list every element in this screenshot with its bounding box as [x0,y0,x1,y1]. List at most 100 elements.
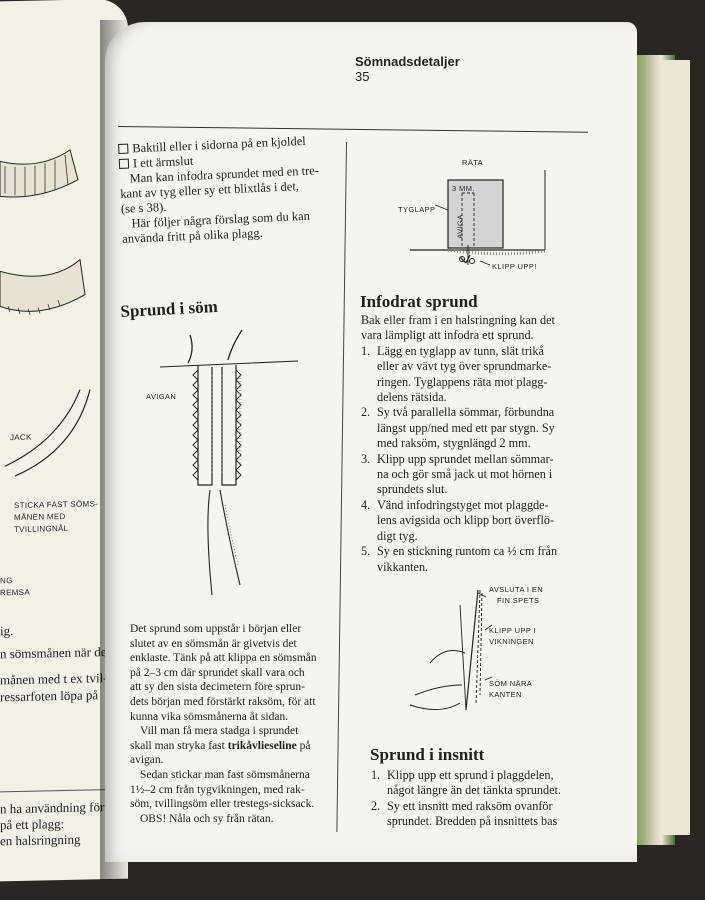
step-3-line: 3. Klipp upp sprundet mellan sömmar- [361,452,557,467]
lined-intro-1: vara lämpligt att infodra ett sprund. [361,328,534,343]
body-para3-line-2: söm, tvillingsöm eller trestegs-sicksack… [130,798,315,811]
step-number: 2. [371,798,381,813]
col2-cut-text: 1. Klipp upp ett sprund i plaggdelen,någo… [371,768,561,830]
step-5-line: vikkanten. [361,560,557,575]
label-som-nara: SÖM NÄRA [489,679,533,688]
step-1-line: eller av vävt tyg över sprundmarke- [361,359,557,374]
step-number [371,814,387,829]
highlight-term: trikåvlieseline [227,739,297,752]
body-para2-line-2: avigan. [130,754,164,767]
left-label-remsa: REMSA [0,587,30,598]
step-text: något längre än det tänkta sprundet. [387,783,561,798]
left-line-1: n sömsmånen när den [0,643,114,662]
step-number [361,390,377,405]
body-para2-line-1: skall man stryka fast trikåvlieseline på [130,739,311,752]
lining-patch-illustration [410,170,546,266]
step-3-line: na och gör små jack ut mot hörnen i [361,467,557,482]
page-number: 35 [355,69,370,84]
body-line-5: dets början med förstärkt raksöm, för at… [130,695,316,708]
body-line-0: Det sprund som uppstår i början eller [130,623,302,635]
body-line-4: att sy den sista decimetern före sprun- [130,681,305,694]
body-line-2: enklaste. Tänk på att klippa en sömsmån [130,652,317,665]
step-number: 4. [361,497,371,512]
step-number [361,375,377,390]
step-text: delens rätsida. [377,390,447,405]
lined-intro-0: Bak eller fram i en halsringning kan det [361,313,555,327]
label-fin-spets: FIN SPETS [497,596,540,605]
cut-steps-list: 1. Klipp upp ett sprund i plaggdelen,någo… [371,768,561,830]
step-number: 1. [371,768,381,782]
step-1-line: 1. Lägg en tyglapp av tunn, slät trikå [361,344,557,359]
left-line-2: månen med t ex tvil- [0,670,108,688]
col1-intro: Baktill eller i sidorna på en kjoldel I … [118,133,322,247]
step-4-line: digt tyg. [361,529,557,544]
step-2-line: 2. Sy två parallella sömmar, förbundna [361,405,557,420]
step-number [361,529,377,544]
heading-sprund-i-insnitt: Sprund i insnitt [370,745,485,764]
label-tyglapp: TYGLAPP [398,205,436,214]
step-number [361,436,377,451]
step-2-line: sprundet. Bredden på insnittets bas [371,814,561,829]
step-number [361,359,377,374]
col1-body: Det sprund som uppstår i början eller sl… [130,622,317,826]
label-vikningen: VIKNINGEN [489,637,534,646]
label-avsluta: AVSLUTA I EN [489,585,544,594]
step-number [361,560,377,575]
step-text: sprundet. Bredden på insnittets bas [387,814,558,829]
step-number: 1. [361,343,371,358]
left-label-sticka: STICKA FAST SÖMS- [14,499,99,511]
body-para3-line-3: OBS! Nåla och sy från rätan. [140,812,274,825]
step-text: Sy två parallella sömmar, förbundna [377,405,555,420]
page-block-edge [660,60,690,835]
label-3mm: 3 MM. [452,184,475,193]
step-number [371,783,387,798]
body-para3-line-0: Sedan stickar man fast sömsmånerna [140,768,310,781]
step-1-line: 1. Klipp upp ett sprund i plaggdelen, [371,768,561,783]
label-klipp-upp-i: KLIPP UPP I [489,626,537,635]
step-number [361,421,377,436]
step-1-line: delens rätsida. [361,390,557,405]
step-text: med raksöm, stygnlängd 2 mm. [377,436,531,451]
step-3-line: sprundets slut. [361,482,557,497]
step-number [361,482,377,497]
col2-lined-text: Bak eller fram i en halsringning kan det… [361,313,557,575]
step-text: ringen. Tyglappens räta mot plagg- [377,374,548,389]
heading-infodrat-sprund: Infodrat sprund [360,292,478,311]
label-kanten: KANTEN [489,690,522,699]
left-line-5: på ett plagg: [0,815,65,833]
left-line-0: ig. [0,623,14,639]
step-text: sprundets slut. [377,482,448,497]
label-avigan: AVIGAN [146,392,177,401]
step-number [361,467,377,482]
left-page: JACK STICKA FAST SÖMS- MÅNEN MED TVILLIN… [0,0,128,882]
step-text: Sy en stickning runtom ca ½ cm från [377,544,558,559]
left-label-jack: JACK [10,432,32,443]
step-2-line: 2. Sy ett insnitt med raksöm ovanför [371,799,561,814]
left-label-monen: MÅNEN MED [14,511,66,523]
finished-opening-illustration [409,589,493,711]
body-line-3: på 2–3 cm där sprundet skall vara och [130,666,305,679]
step-text: Lägg en tyglapp av tunn, slät trikå [377,343,544,358]
label-aviga: AVIGA [455,214,465,239]
body-para3-line-1: 1½–2 cm från tygvikningen, med rak- [130,783,305,796]
step-text: eller av vävt tyg över sprundmarke- [377,359,552,374]
left-label-tvilling: TVILLINGNÅL [14,523,69,535]
label-klipp-upp: KLIPP UPP! [492,262,537,271]
step-text: Sy ett insnitt med raksöm ovanför [387,798,553,813]
left-line-3: ressarfoten löpa på [0,687,99,705]
step-number: 3. [361,451,371,466]
step-text: vikkanten. [377,559,429,574]
label-rata: RÄTA [462,158,484,167]
step-4-line: 4. Vänd infodringstyget mot plaggde- [361,498,557,513]
step-2-line: med raksöm, stygnlängd 2 mm. [361,436,557,451]
step-text: Vänd infodringstyget mot plaggde- [377,497,549,512]
step-4-line: lens avigsida och klipp bort överflö- [361,513,557,528]
right-page [105,22,637,862]
running-header-title: Sömnadsdetaljer [355,54,460,69]
step-number: 2. [361,405,371,420]
step-text: Klipp upp sprundet mellan sömmar- [377,451,554,466]
step-number: 5. [361,544,371,559]
step-text: längst upp/ned med ett par stygn. Sy [377,420,555,435]
step-text: Klipp upp ett sprund i plaggdelen, [387,768,554,782]
